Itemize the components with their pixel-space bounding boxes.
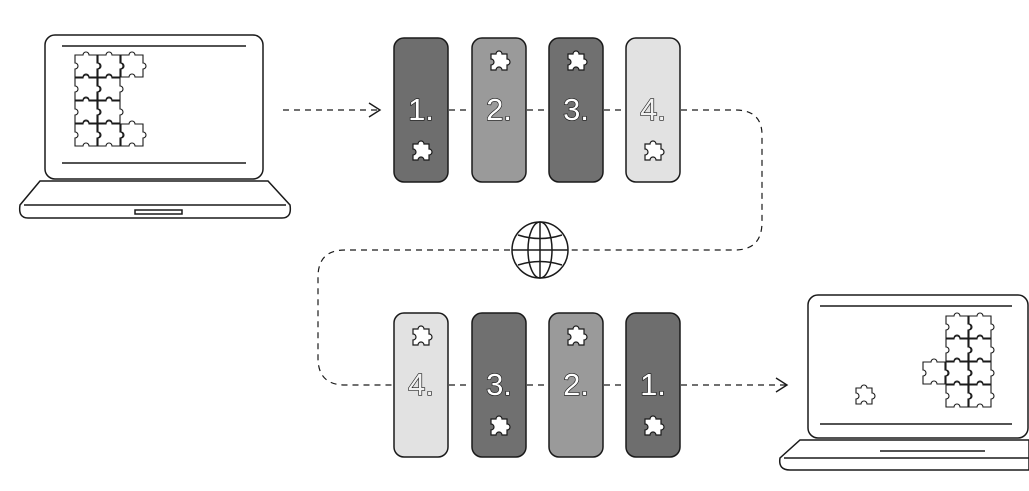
puzzle-piece-icon: [490, 415, 511, 436]
outgoing-packet-1: 1.: [393, 37, 449, 183]
puzzle-piece-icon: [567, 50, 588, 71]
outgoing-packet-3: 3.: [548, 37, 604, 183]
puzzle-piece-icon: [490, 50, 511, 71]
outgoing-packet-4: 4.: [625, 37, 681, 183]
puzzle-piece-icon: [644, 415, 665, 436]
outgoing-packets: 1. 2. 3. 4.: [393, 37, 681, 183]
network-path: [283, 102, 789, 393]
packet-capsule: [625, 37, 681, 183]
packet-capsule: [471, 312, 527, 458]
incoming-packet-2: 2.: [548, 312, 604, 458]
packet-number: 3.: [563, 92, 589, 127]
puzzle-piece-icon: [567, 325, 588, 346]
packet-capsule: [393, 312, 449, 458]
sender-laptop-icon: [18, 34, 292, 219]
puzzle-piece-icon: [412, 325, 433, 346]
packet-capsule: [548, 37, 604, 183]
incoming-packets: 4. 3. 2. 1.: [393, 312, 681, 458]
packet-capsule: [625, 312, 681, 458]
puzzle-piece-icon: [644, 140, 665, 161]
packet-number: 1.: [408, 92, 434, 127]
globe-icon: [511, 221, 569, 279]
packet-number: 3.: [486, 367, 512, 402]
packet-number: 2.: [486, 92, 512, 127]
packet-number: 2.: [563, 367, 589, 402]
packet-capsule: [393, 37, 449, 183]
packet-number: 4.: [408, 367, 434, 402]
packet-number: 4.: [640, 92, 666, 127]
outgoing-packet-2: 2.: [471, 37, 527, 183]
packet-capsule: [471, 37, 527, 183]
receiver-laptop-icon: [778, 294, 1029, 471]
incoming-packet-4: 4.: [393, 312, 449, 458]
incoming-packet-1: 1.: [625, 312, 681, 458]
packet-capsule: [548, 312, 604, 458]
incoming-packet-3: 3.: [471, 312, 527, 458]
puzzle-piece-icon: [412, 140, 433, 161]
packet-number: 1.: [640, 367, 666, 402]
